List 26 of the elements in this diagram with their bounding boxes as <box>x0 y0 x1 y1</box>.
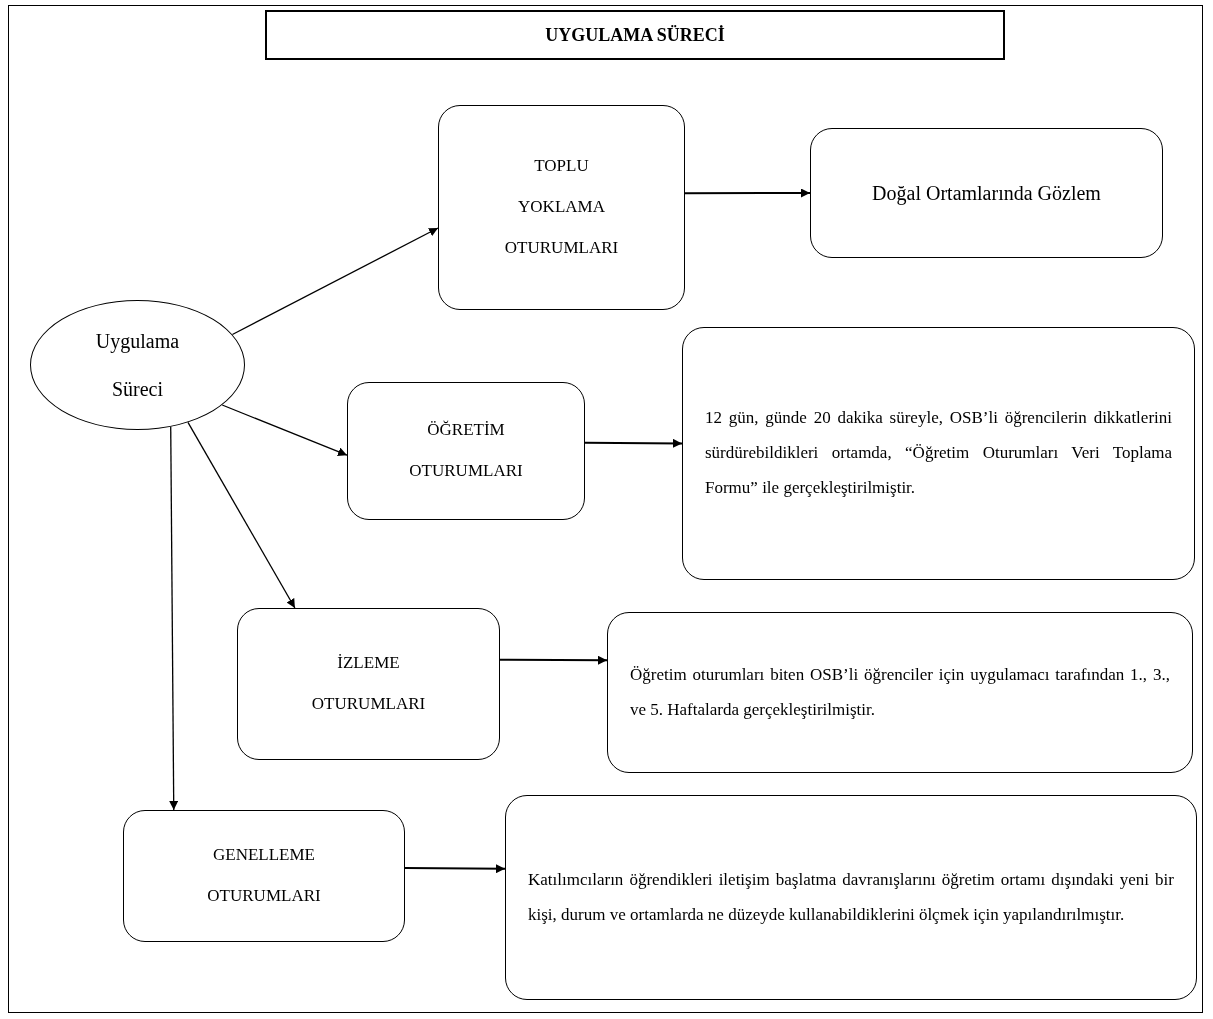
description-box <box>607 612 1193 773</box>
arrow <box>404 864 506 874</box>
arrow <box>584 438 683 448</box>
title-box: UYGULAMA SÜRECİ <box>265 10 1005 60</box>
arrow <box>499 655 608 665</box>
description-text: Öğretim oturumları biten OSB’li öğrenciler için uygulamacı tarafından 1., 3., ve 5. Haftalarda gerçekleştirilmiştir. <box>630 663 1170 721</box>
node-label: TOPLU YOKLAMA OTURUMLARI <box>503 155 620 259</box>
process-box <box>810 128 1163 258</box>
arrow <box>169 426 179 811</box>
description-text: 12 gün, günde 20 dakika süreyle, OSB’li öğrencilerin dikkatlerini sürdürebildikleri ortamda, “Öğretim Oturumları Veri Toplama Formu” ile gerçekleştirilmiştir. <box>705 407 1172 499</box>
node-label: İZLEME OTURUMLARI <box>310 652 427 715</box>
description-box <box>682 327 1195 580</box>
arrow <box>187 421 296 609</box>
arrow <box>221 404 348 456</box>
node-label: ÖĞRETİM OTURUMLARI <box>408 419 524 482</box>
process-box <box>123 810 405 942</box>
process-box <box>237 608 500 760</box>
process-box <box>438 105 685 310</box>
arrow <box>231 227 439 336</box>
description-box <box>505 795 1197 1000</box>
node-label: GENELLEME OTURUMLARI <box>206 844 322 907</box>
process-box <box>347 382 585 520</box>
node-label: Doğal Ortamlarında Gözlem <box>871 181 1102 207</box>
description-text: Katılımcıların öğrendikleri iletişim başlatma davranışlarını öğretim ortamı dışındaki yeni bir kişi, durum ve ortamlarda ne düzeyde kullanabildiklerini ölçmek için yapılandırılmıştır. <box>528 868 1174 926</box>
arrow <box>684 188 811 198</box>
node-label: Uygulama Süreci <box>94 329 181 402</box>
